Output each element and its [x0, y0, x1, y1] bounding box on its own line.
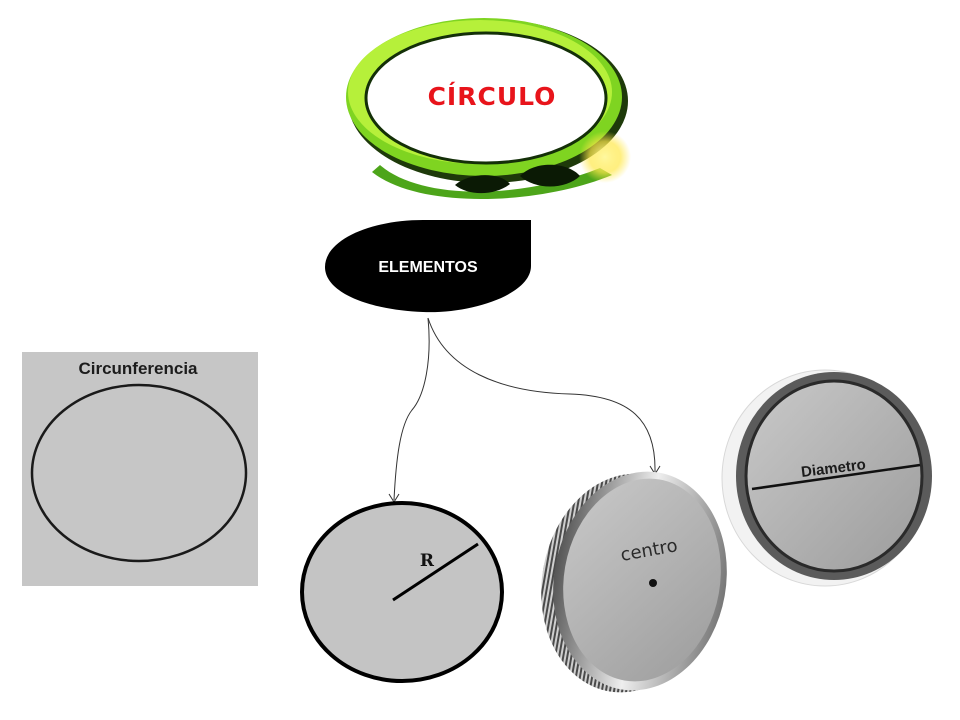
title-label: CÍRCULO: [428, 82, 557, 111]
connector-to-radio: [393, 317, 430, 501]
center-point: [649, 579, 657, 587]
title-ring: [346, 18, 631, 200]
connector-to-centro: [427, 317, 656, 473]
diameter-line: [751, 463, 921, 491]
circunferencia-shape: [30, 383, 248, 563]
centro-coin: [541, 471, 727, 693]
radio-label: R: [420, 551, 435, 571]
radius-line: [392, 542, 479, 602]
circunferencia-panel: [22, 352, 258, 586]
elementos-label: ELEMENTOS: [378, 259, 478, 276]
circunferencia-label: Circunferencia: [78, 359, 198, 378]
diametro-coin: [721, 369, 932, 587]
glow-icon: [579, 131, 631, 183]
radio-circle: [300, 501, 504, 683]
connectors: [388, 317, 661, 503]
elementos-node: [325, 220, 531, 313]
